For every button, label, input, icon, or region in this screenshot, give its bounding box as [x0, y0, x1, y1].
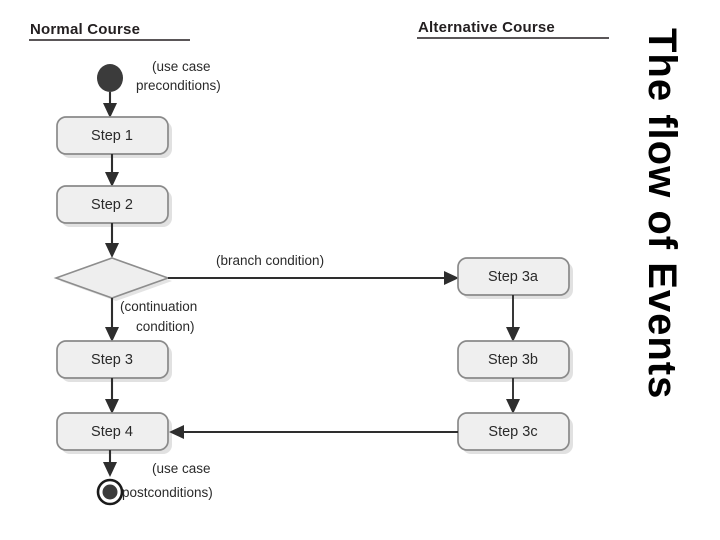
arrow-head-step2-to-decision — [105, 243, 119, 258]
step3-label: Step 3 — [91, 352, 133, 368]
heading-normal-course: Normal Course — [30, 21, 140, 38]
end-node-ring — [96, 478, 124, 506]
start-node-icon — [97, 64, 123, 92]
step2-label: Step 2 — [91, 197, 133, 213]
step4-box[interactable] — [56, 412, 169, 451]
annotation-continuation-line1: (continuation — [120, 299, 197, 314]
arrow-head-step3a-to-step3b — [506, 327, 520, 342]
arrow-head-step3-to-step4 — [105, 399, 119, 414]
step1-label: Step 1 — [91, 128, 133, 144]
arrow-head-step1-to-step2 — [105, 172, 119, 187]
arrow-head-decision-to-step3 — [105, 327, 119, 342]
arrow-head-step3c-to-step4 — [169, 425, 184, 439]
step3b-label: Step 3b — [488, 352, 538, 368]
step3a-label: Step 3a — [488, 269, 539, 285]
arrow-head-step3b-to-step3c — [506, 399, 520, 414]
annotation-postcondition-line1: (use case — [152, 461, 211, 476]
annotation-continuation-line2: condition) — [136, 319, 195, 334]
decision-diamond[interactable] — [53, 257, 171, 299]
arrow-head-step4-to-end — [103, 462, 117, 477]
heading-alternative-course: Alternative Course — [418, 19, 555, 36]
annotation-precondition-line2: preconditions) — [136, 78, 221, 93]
arrow-head-start-to-step1 — [103, 103, 117, 118]
arrow-head-decision-to-step3a — [444, 271, 459, 285]
annotation-precondition-line1: (use case — [152, 59, 211, 74]
end-node-core — [102, 484, 118, 500]
annotation-postcondition-line2: postconditions) — [122, 485, 213, 500]
step3c-label: Step 3c — [488, 424, 537, 440]
side-title-flow-of-events: The flow of Events — [640, 28, 684, 400]
annotation-branch-condition: (branch condition) — [216, 253, 324, 268]
step4-label: Step 4 — [91, 424, 133, 440]
